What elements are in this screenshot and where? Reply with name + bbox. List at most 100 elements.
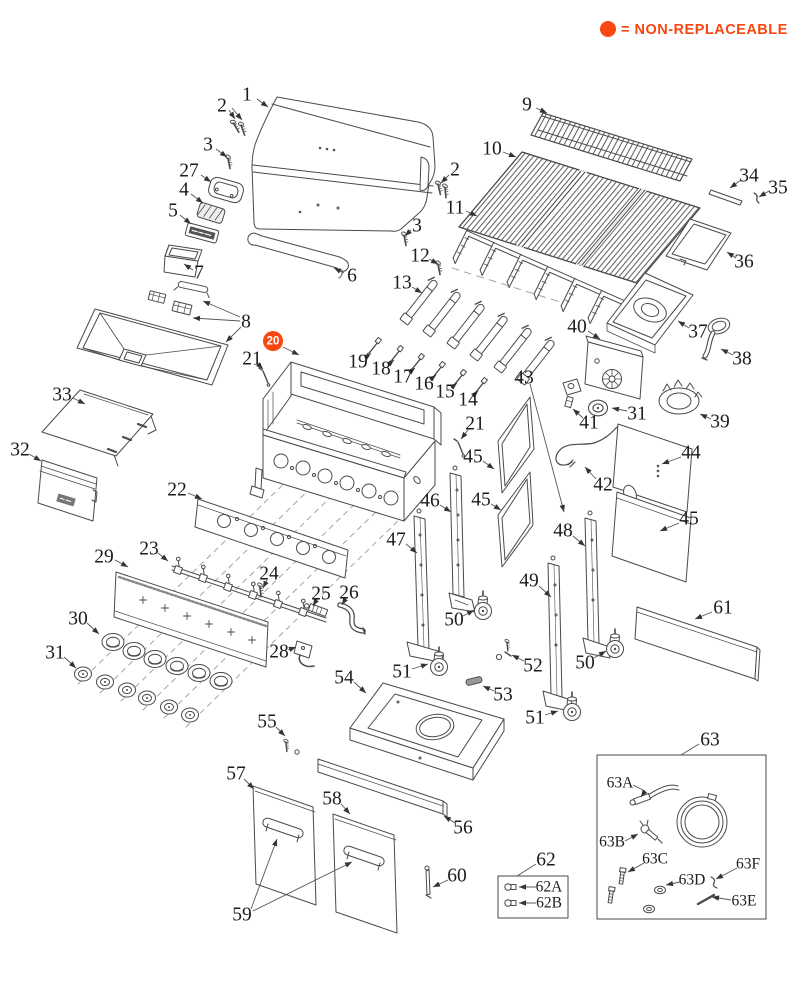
part-label-41[interactable]: 41: [572, 408, 599, 434]
svg-text:51: 51: [392, 662, 412, 683]
part-label-12[interactable]: 12: [410, 246, 439, 267]
part-label-50[interactable]: 50: [444, 610, 475, 631]
part-label-39[interactable]: 39: [699, 412, 730, 433]
part-label-5[interactable]: 5: [168, 201, 192, 225]
part-label-37[interactable]: 37: [677, 320, 708, 343]
part-label-56[interactable]: 56: [443, 815, 473, 839]
part-label-22[interactable]: 22: [167, 480, 203, 501]
part-21-pin-left: [258, 367, 271, 387]
part-label-51[interactable]: 51: [392, 662, 429, 683]
part-label-17[interactable]: 17: [393, 367, 416, 388]
part-label-46[interactable]: 46: [420, 491, 452, 513]
part-label-23[interactable]: 23: [139, 539, 169, 562]
part-51-caster-right: [562, 691, 582, 722]
part-label-3[interactable]: 3: [404, 216, 422, 237]
part-label-9[interactable]: 9: [522, 95, 548, 116]
part-47-leg: [406, 508, 445, 664]
part-label-20[interactable]: 20: [263, 331, 300, 356]
svg-text:21: 21: [465, 414, 485, 435]
part-label-49[interactable]: 49: [519, 571, 552, 598]
part-label-61[interactable]: 61: [694, 598, 733, 620]
svg-text:10: 10: [482, 139, 502, 160]
part-label-1[interactable]: 1: [242, 85, 269, 108]
part-label-36[interactable]: 36: [726, 252, 754, 273]
part-label-59[interactable]: 59: [232, 838, 353, 926]
part-55-hardware: [278, 737, 300, 755]
part-label-55[interactable]: 55: [257, 712, 286, 737]
part-label-63C[interactable]: 63C: [627, 851, 668, 873]
part-label-24[interactable]: 24: [259, 564, 279, 589]
part-label-21[interactable]: 21: [242, 349, 264, 370]
part-label-63E[interactable]: 63E: [711, 893, 756, 910]
svg-text:14: 14: [458, 390, 478, 411]
part-label-43[interactable]: 43: [514, 368, 565, 513]
part-label-40[interactable]: 40: [567, 317, 601, 340]
part-label-48[interactable]: 48: [553, 521, 586, 547]
part-label-2[interactable]: 2: [217, 96, 243, 121]
svg-text:61: 61: [713, 598, 733, 619]
part-label-18[interactable]: 18: [371, 359, 395, 380]
part-label-63D[interactable]: 63D: [665, 872, 705, 889]
part-label-57[interactable]: 57: [226, 764, 255, 790]
legend-text: = NON-REPLACEABLE: [621, 22, 788, 38]
svg-text:8: 8: [241, 312, 251, 333]
part-label-60[interactable]: 60: [432, 866, 467, 888]
part-label-42[interactable]: 42: [584, 466, 613, 496]
part-label-62A[interactable]: 62A: [519, 879, 563, 896]
part-label-30[interactable]: 30: [68, 609, 100, 635]
part-label-26[interactable]: 26: [339, 583, 359, 606]
part-label-58[interactable]: 58: [322, 789, 351, 815]
svg-text:44: 44: [681, 443, 701, 464]
part-label-32[interactable]: 32: [10, 440, 42, 462]
svg-text:52: 52: [523, 656, 543, 677]
part-label-15[interactable]: 15: [435, 382, 458, 403]
part-label-7[interactable]: 7: [183, 263, 204, 284]
part-label-45[interactable]: 45: [463, 447, 495, 470]
part-label-33[interactable]: 33: [52, 385, 86, 406]
part-label-62B[interactable]: 62B: [519, 895, 562, 912]
part-label-3[interactable]: 3: [203, 135, 228, 158]
part-label-29[interactable]: 29: [94, 547, 129, 568]
part-4-plate: [196, 202, 226, 224]
part-label-50[interactable]: 50: [575, 650, 607, 674]
part-35-clip: [753, 192, 760, 204]
part-label-2[interactable]: 2: [440, 160, 460, 184]
part-label-6[interactable]: 6: [333, 266, 357, 287]
part-label-47[interactable]: 47: [386, 530, 418, 554]
part-label-63F[interactable]: 63F: [715, 856, 761, 880]
part-label-31[interactable]: 31: [45, 643, 77, 669]
part-label-28[interactable]: 28: [269, 642, 297, 663]
part-label-62[interactable]: 62: [516, 850, 556, 877]
part-label-38[interactable]: 38: [720, 349, 752, 370]
svg-text:23: 23: [139, 539, 159, 560]
svg-text:4: 4: [179, 180, 189, 201]
part-label-54[interactable]: 54: [334, 668, 367, 694]
part-label-45[interactable]: 45: [659, 509, 699, 532]
part-label-16[interactable]: 16: [414, 374, 437, 395]
part-label-25[interactable]: 25: [311, 584, 331, 607]
part-label-63A[interactable]: 63A: [607, 775, 648, 798]
part-label-35[interactable]: 35: [758, 178, 788, 199]
svg-text:63F: 63F: [736, 856, 761, 873]
svg-text:54: 54: [334, 668, 354, 689]
part-label-13[interactable]: 13: [392, 273, 423, 294]
part-label-14[interactable]: 14: [458, 390, 479, 411]
part-label-19[interactable]: 19: [348, 352, 372, 373]
part-label-51[interactable]: 51: [525, 708, 559, 729]
part-label-45[interactable]: 45: [471, 490, 502, 511]
part-label-34[interactable]: 34: [729, 166, 759, 189]
part-label-31[interactable]: 31: [611, 404, 647, 425]
part-label-4[interactable]: 4: [179, 180, 204, 204]
part-label-44[interactable]: 44: [661, 443, 701, 465]
part-3-screw: [220, 153, 237, 170]
part-label-10[interactable]: 10: [482, 139, 517, 160]
part-label-52[interactable]: 52: [511, 654, 543, 677]
part-label-8[interactable]: 8: [192, 300, 251, 343]
part-label-11[interactable]: 11: [446, 198, 478, 219]
part-23-manifold: [171, 556, 327, 623]
part-label-21[interactable]: 21: [460, 414, 485, 440]
part-label-63B[interactable]: 63B: [599, 834, 639, 851]
part-label-27[interactable]: 27: [179, 161, 212, 183]
part-label-53[interactable]: 53: [482, 685, 513, 706]
part-label-63[interactable]: 63: [680, 730, 720, 756]
